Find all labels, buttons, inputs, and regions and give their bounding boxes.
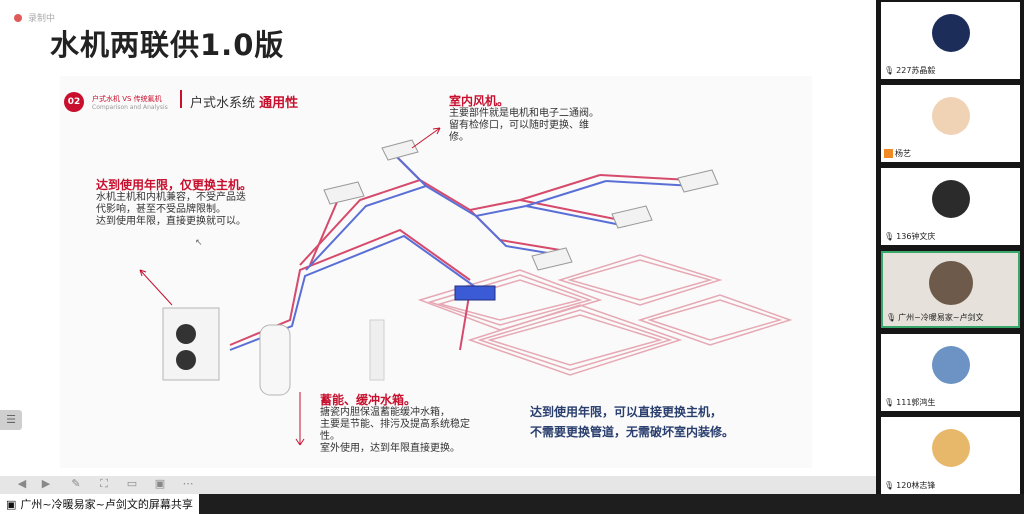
handwritten-note: 达到使用年限，可以直接更换主机， 不需要更换管道，无需破坏室内装修。	[530, 405, 735, 439]
side-panel-toggle-icon[interactable]: ☰	[0, 410, 22, 430]
section-number-badge: 02	[64, 92, 84, 112]
outdoor-heat-pump-unit	[162, 307, 220, 381]
system-title: 户式水系统 通用性	[190, 92, 298, 111]
mouse-cursor-icon: ↖	[195, 238, 203, 248]
callout-left-heading: 达到使用年限，仅更换主机。	[96, 178, 253, 192]
mic-muted-icon: 🎙	[884, 232, 895, 241]
water-manifold	[454, 285, 496, 301]
callout-bottom-text: 搪瓷内胆保温蓄能缓冲水箱， 主要是节能、排污及提高系统稳定 性。 室外使用，达到…	[320, 407, 470, 454]
annotation-arrows	[139, 127, 441, 446]
video-feed	[928, 261, 973, 305]
participant-tile[interactable]: 🎙120林志锋	[881, 417, 1020, 494]
recording-dot-icon	[14, 14, 22, 22]
avatar	[931, 346, 970, 384]
avatar	[931, 180, 970, 218]
next-slide-icon[interactable]: ▶	[41, 477, 51, 490]
screen-share-label[interactable]: ▣ 广州~冷暖易家~卢剑文的屏幕共享	[0, 494, 199, 514]
shared-screen: 录制中 水机两联供1.0版	[0, 0, 876, 494]
indoor-fan-units	[323, 139, 719, 271]
callout-bottom-heading: 蓄能、缓冲水箱。	[320, 393, 417, 407]
zoom-icon[interactable]: ⛶	[100, 477, 108, 490]
mic-muted-icon: 🎙	[884, 66, 895, 75]
section-subtitle-en: Comparison and Analysis	[92, 104, 168, 111]
system-title-emphasis: 通用性	[259, 96, 299, 111]
callout-top-text: 主要部件就是电机和电子二通阀。 留有检修口，可以随时更换、维 修。	[449, 108, 599, 143]
mic-muted-icon: 🎙	[884, 398, 895, 407]
system-title-text: 户式水系统	[190, 96, 256, 111]
slide-title: 水机两联供1.0版	[50, 28, 285, 62]
subtitle-icon[interactable]: ▣	[154, 477, 166, 490]
presentation-slide: 录制中 水机两联供1.0版	[0, 0, 876, 476]
heating-system-diagram: ↖	[139, 127, 793, 446]
participant-name: 杨艺	[884, 148, 911, 159]
participants-panel	[876, 0, 1024, 494]
participant-name: 🎙111郭鸿生	[884, 398, 936, 407]
screen-share-icon: ▣	[6, 497, 17, 511]
avatar	[931, 97, 970, 135]
previous-slide-icon[interactable]: ◀	[17, 477, 27, 490]
callout-top-heading: 室内风机。	[449, 94, 510, 108]
title-divider	[180, 90, 182, 108]
participant-tile[interactable]: 🎙136钟文庆	[881, 168, 1020, 245]
section-subtitle: 户式水机 VS 传统氟机	[92, 95, 162, 103]
recording-label: 录制中	[28, 14, 56, 24]
participant-tile[interactable]: 🎙227苏晶毅	[881, 2, 1020, 79]
participant-name: 🎙227苏晶毅	[884, 66, 936, 75]
participant-tile-active-speaker[interactable]: 🎙广州~冷暖易家~卢剑文	[881, 251, 1020, 328]
pen-icon[interactable]: ✎	[71, 477, 81, 490]
avatar	[931, 14, 970, 52]
participant-tile[interactable]: 杨艺	[881, 85, 1020, 162]
mic-muted-icon: 🎙	[884, 481, 895, 490]
screen-icon[interactable]: ▭	[126, 477, 138, 490]
status-bar: ▣ 广州~冷暖易家~卢剑文的屏幕共享	[0, 494, 1024, 514]
presentation-toolbar: ◀ ▶ ✎ ⛶ ▭ ▣ ⋯	[0, 476, 876, 494]
mic-on-icon: 🎙	[886, 313, 897, 322]
user-icon	[884, 149, 893, 158]
participant-tile[interactable]: 🎙111郭鸿生	[881, 334, 1020, 411]
callout-left-text: 水机主机和内机兼容，不受产品迭 代影响，甚至不受品牌限制。 达到使用年限，直接更…	[96, 192, 246, 227]
participant-name: 🎙广州~冷暖易家~卢剑文	[886, 313, 984, 322]
participant-name: 🎙136钟文庆	[884, 232, 936, 241]
floor-heating-coils	[417, 254, 793, 376]
participant-name: 🎙120林志锋	[884, 481, 936, 490]
slide-content-area	[60, 76, 812, 468]
buffer-water-tank	[259, 319, 385, 396]
more-options-icon[interactable]: ⋯	[182, 477, 194, 490]
avatar	[931, 429, 970, 467]
